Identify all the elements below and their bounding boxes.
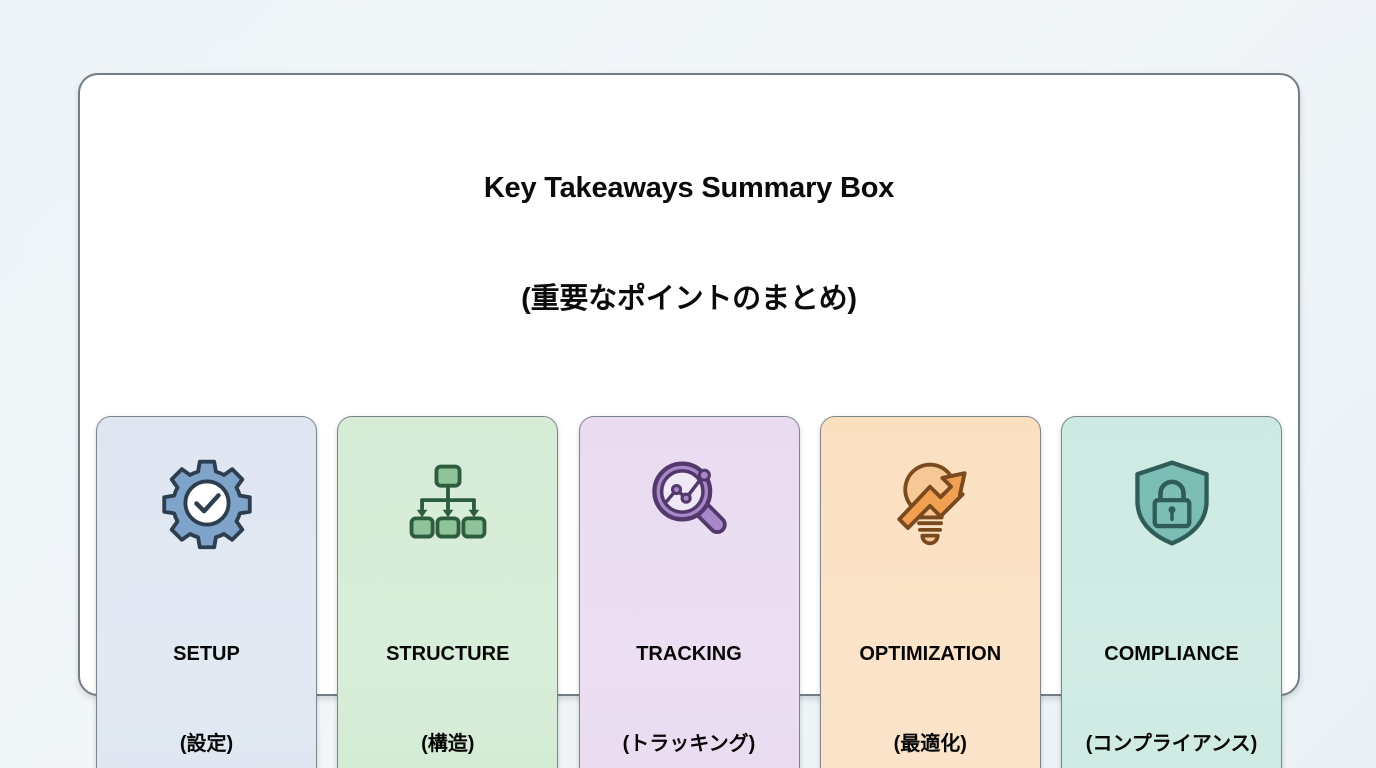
card-heading-setup: SETUP (設定) [173,579,240,768]
card-heading-optimization: OPTIMIZATION (最適化) [859,579,1001,768]
card-heading-english: SETUP [173,643,240,665]
card-heading-english: STRUCTURE [386,643,510,665]
page-title-japanese: (重要なポイントのまとめ) [521,283,857,315]
card-heading-japanese: (トラッキング) [622,733,756,755]
card-heading-english: COMPLIANCE [1104,643,1239,665]
card-heading-english: TRACKING [636,643,742,665]
card-heading-structure: STRUCTURE (構造) [386,579,509,768]
page-title: Key Takeaways Summary Box (重要なポイントのまとめ) [483,96,895,392]
card-heading-japanese: (最適化) [893,733,967,755]
takeaway-card-compliance[interactable]: COMPLIANCE (コンプライアンス) Strict policy adhe… [1061,416,1282,768]
gear-check-icon [161,459,252,550]
takeaway-card-tracking[interactable]: TRACKING (トラッキング) Advanced pixel & event… [578,416,800,768]
magnifier-chart-icon [652,461,727,534]
card-heading-compliance: COMPLIANCE (コンプライアンス) [1086,579,1258,768]
card-heading-tracking: TRACKING (トラッキング) [623,579,756,768]
takeaway-card-row: SETUP (設定) Easy account & ad creation (簡… [96,416,1282,768]
card-heading-english: OPTIMIZATION [859,643,1002,665]
key-takeaways-summary-box: Key Takeaways Summary Box (重要なポイントのまとめ) … [78,73,1300,768]
card-heading-japanese: (コンプライアンス) [1085,733,1258,755]
hierarchy-tree-icon [409,464,487,539]
card-heading-japanese: (構造) [421,733,475,755]
takeaway-card-structure[interactable]: STRUCTURE (構造) Organized campaign levels… [337,416,559,768]
takeaway-card-setup[interactable]: SETUP (設定) Easy account & ad creation (簡… [96,416,317,768]
lightbulb-growth-arrow-icon [897,462,967,546]
card-heading-japanese: (設定) [179,733,234,755]
takeaway-card-optimization[interactable]: OPTIMIZATION (最適化) Smart budget & perfor… [819,416,1041,768]
page-title-english: Key Takeaways Summary Box [483,172,895,204]
shield-lock-icon [1134,460,1209,546]
